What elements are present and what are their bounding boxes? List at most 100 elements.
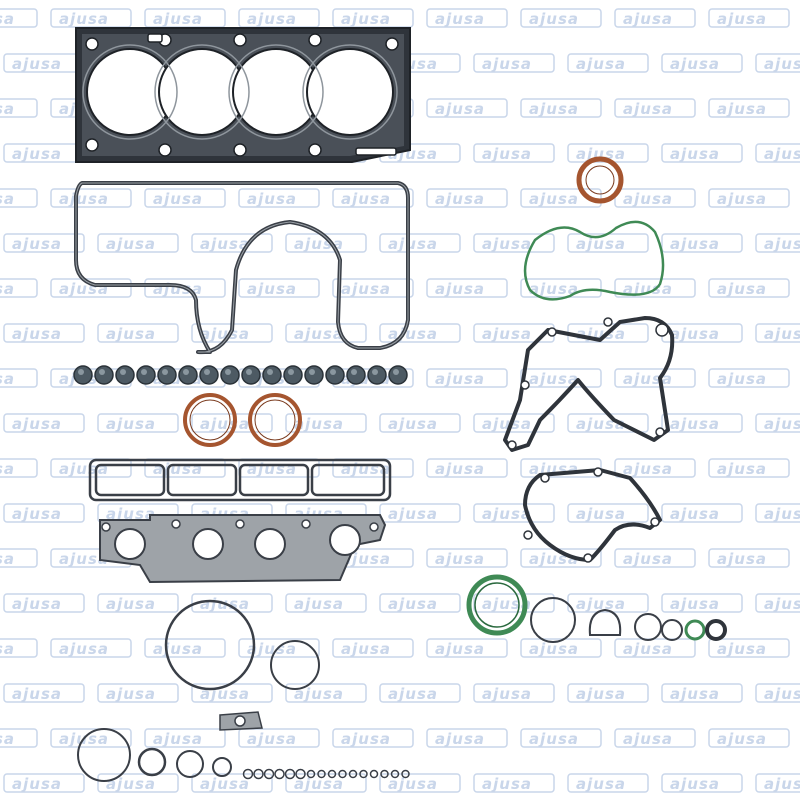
ajusa-watermark-text: ajusa <box>388 595 438 613</box>
ajusa-watermark-tile: ajusa <box>285 683 367 703</box>
ajusa-watermark-text: ajusa <box>12 505 62 523</box>
ajusa-watermark-tile: ajusa <box>708 8 790 28</box>
ajusa-watermark-tile: ajusa <box>144 8 226 28</box>
valve-stem-seal-highlight <box>330 369 336 375</box>
oil-pan-gasket <box>523 220 665 301</box>
valve-stem-seal-highlight <box>183 369 189 375</box>
ajusa-watermark-tile: ajusa <box>567 683 649 703</box>
valve-stem-seal <box>157 365 177 385</box>
ajusa-watermark-text: ajusa <box>388 235 438 253</box>
ajusa-watermark-text: ajusa <box>764 325 800 343</box>
intake-manifold-gasket <box>88 458 392 502</box>
ajusa-watermark-text: ajusa <box>106 325 156 343</box>
ajusa-watermark-text: ajusa <box>341 730 391 748</box>
ajusa-watermark-text: ajusa <box>294 685 344 703</box>
ajusa-watermark-tile: ajusa <box>567 233 649 253</box>
ajusa-watermark-text: ajusa <box>153 730 203 748</box>
valve-stem-seal <box>388 365 408 385</box>
copper-rings <box>183 156 624 447</box>
cylinder-head-gasket <box>75 27 411 163</box>
ajusa-watermark-text: ajusa <box>435 640 485 658</box>
ajusa-watermark-tile: ajusa <box>3 413 85 433</box>
valve-stem-seal-highlight <box>372 369 378 375</box>
o-ring <box>164 599 256 691</box>
ajusa-watermark-tile: ajusa <box>3 53 85 73</box>
ajusa-watermark-text: ajusa <box>623 460 673 478</box>
ajusa-watermark-tile: ajusa <box>708 368 790 388</box>
ajusa-watermark-tile: ajusa <box>0 188 38 208</box>
ajusa-watermark-tile: ajusa <box>238 728 320 748</box>
shaped-seal <box>588 608 622 636</box>
small-sealing-ring <box>306 769 316 779</box>
ajusa-watermark-tile: ajusa <box>473 683 555 703</box>
ajusa-watermark-text: ajusa <box>670 685 720 703</box>
ajusa-watermark-text: ajusa <box>0 10 15 28</box>
ajusa-watermark-text: ajusa <box>623 640 673 658</box>
ajusa-watermark-pattern: ajusa ajusa ajusa ajusa ajusa ajusa ajusa ajusa… <box>0 8 800 793</box>
ajusa-watermark-tile: ajusa <box>755 503 800 523</box>
ajusa-watermark-text: ajusa <box>482 55 532 73</box>
ajusa-watermark-text: ajusa <box>529 370 579 388</box>
ajusa-watermark-text: ajusa <box>576 235 626 253</box>
crankshaft-seal <box>466 574 528 636</box>
ajusa-watermark-tile: ajusa <box>285 323 367 343</box>
valve-stem-seal-highlight <box>141 369 147 375</box>
ajusa-watermark-text: ajusa <box>435 730 485 748</box>
ajusa-watermark-text: ajusa <box>670 235 720 253</box>
ajusa-watermark-text: ajusa <box>670 505 720 523</box>
o-ring <box>212 757 232 777</box>
ajusa-watermark-text: ajusa <box>12 415 62 433</box>
ajusa-watermark-text: ajusa <box>247 460 297 478</box>
ajusa-watermark-tile: ajusa <box>0 548 38 568</box>
ajusa-watermark-text: ajusa <box>764 415 800 433</box>
ajusa-watermark-text: ajusa <box>59 10 109 28</box>
ajusa-watermark-tile: ajusa <box>3 683 85 703</box>
ajusa-watermark-tile: ajusa <box>97 323 179 343</box>
valve-stem-seal-highlight <box>351 369 357 375</box>
ajusa-watermark-tile: ajusa <box>755 683 800 703</box>
ajusa-watermark-text: ajusa <box>529 10 579 28</box>
ajusa-watermark-tile: ajusa <box>379 323 461 343</box>
ajusa-watermark-tile: ajusa <box>426 728 508 748</box>
ajusa-watermark-text: ajusa <box>717 730 767 748</box>
ajusa-watermark-text: ajusa <box>764 595 800 613</box>
ajusa-watermark-tile: ajusa <box>285 413 367 433</box>
ajusa-watermark-tile: ajusa <box>3 503 85 523</box>
ajusa-watermark-tile: ajusa <box>426 368 508 388</box>
ajusa-watermark-text: ajusa <box>200 415 250 433</box>
ajusa-watermark-text: ajusa <box>482 145 532 163</box>
valve-stem-seal-highlight <box>267 369 273 375</box>
ajusa-watermark-tile: ajusa <box>3 143 85 163</box>
ajusa-watermark-tile: ajusa <box>0 368 38 388</box>
ajusa-watermark-text: ajusa <box>12 325 62 343</box>
ajusa-watermark-tile: ajusa <box>708 458 790 478</box>
ajusa-watermark-tile: ajusa <box>191 593 273 613</box>
ajusa-watermark-tile: ajusa <box>426 278 508 298</box>
ajusa-watermark-tile: ajusa <box>473 593 555 613</box>
valve-stem-seal <box>136 365 156 385</box>
ajusa-watermark-tile: ajusa <box>379 683 461 703</box>
ajusa-watermark-tile: ajusa <box>708 638 790 658</box>
ajusa-watermark-text: ajusa <box>764 55 800 73</box>
ajusa-watermark-text: ajusa <box>576 145 626 163</box>
ajusa-watermark-tile: ajusa <box>3 593 85 613</box>
ajusa-watermark-text: ajusa <box>247 190 297 208</box>
ajusa-watermark-tile: ajusa <box>426 638 508 658</box>
ajusa-watermark-text: ajusa <box>106 415 156 433</box>
ajusa-watermark-tile: ajusa <box>426 188 508 208</box>
valve-stem-seal <box>262 365 282 385</box>
ajusa-watermark-text: ajusa <box>0 280 15 298</box>
ajusa-watermark-tile: ajusa <box>755 323 800 343</box>
ajusa-watermark-text: ajusa <box>59 550 109 568</box>
ajusa-watermark-tile: ajusa <box>614 188 696 208</box>
turbo-flange-gasket <box>219 711 263 731</box>
ajusa-watermark-tile: ajusa <box>661 773 743 793</box>
ajusa-watermark-text: ajusa <box>153 640 203 658</box>
ajusa-watermark-text: ajusa <box>482 235 532 253</box>
ajusa-watermark-text: ajusa <box>764 505 800 523</box>
valve-stem-seal <box>241 365 261 385</box>
ajusa-watermark-tile: ajusa <box>0 278 38 298</box>
valve-stem-seal <box>199 365 219 385</box>
ajusa-watermark-tile: ajusa <box>97 233 179 253</box>
